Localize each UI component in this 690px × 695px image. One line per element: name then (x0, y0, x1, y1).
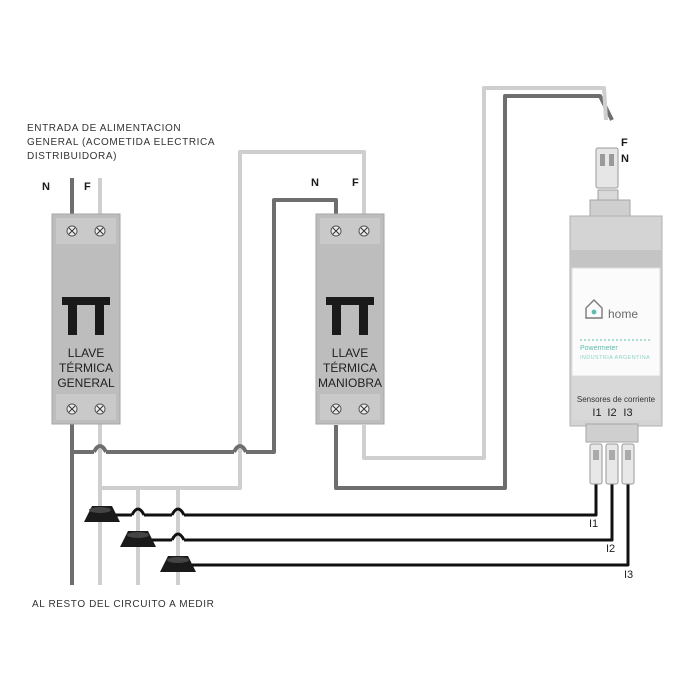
toggle-lever-icon (62, 297, 110, 335)
main-breaker-label-3: GENERAL (57, 376, 115, 390)
supply-label-line2: GENERAL (ACOMETIDA ELECTRICA (27, 137, 215, 148)
screw-icon (330, 403, 342, 415)
wire-crossing-hump (170, 507, 186, 516)
screw-icon (94, 403, 106, 415)
main-breaker-label-2: TÉRMICA (59, 360, 113, 375)
maniobra-breaker: LLAVE TÉRMICA MANIOBRA (315, 213, 385, 425)
wire-crossing-hump (92, 444, 108, 453)
wire-crossing-hump (170, 532, 186, 541)
screw-icon (94, 225, 106, 237)
phase-wire-maniobra-feed (100, 150, 366, 490)
current-clamp-i3 (160, 556, 196, 572)
meter-i2-label: I2 (607, 407, 616, 419)
meter-i1-label: I1 (592, 407, 601, 419)
sensor-label-i1: I1 (589, 518, 598, 530)
wire-crossing-hump (130, 507, 146, 516)
maniobra-f-label: F (352, 177, 359, 189)
supply-label-line3: DISTRIBUIDORA) (27, 151, 117, 162)
meter-f-label: F (621, 137, 628, 149)
current-clamp-i1 (84, 506, 120, 522)
sensor-label-i3: I3 (624, 569, 633, 581)
home-logo-icon (585, 299, 603, 319)
main-breaker-f-label: F (84, 181, 91, 193)
toggle-lever-icon (326, 297, 374, 335)
phase-wire-meter (362, 86, 608, 460)
wires (70, 86, 630, 585)
neutral-wire-maniobra-feed (72, 198, 338, 454)
screw-icon (330, 225, 342, 237)
footer-label: AL RESTO DEL CIRCUITO A MEDIR (32, 599, 214, 610)
main-breaker-n-label: N (42, 181, 50, 193)
sensor-plug-connectors (589, 443, 635, 485)
meter-top-plug (595, 147, 619, 189)
maniobra-breaker-label-1: LLAVE (332, 346, 368, 360)
meter-brand: home (608, 307, 638, 321)
main-breaker: LLAVE TÉRMICA GENERAL (51, 213, 121, 425)
meter-sensors-title: Sensores de corriente (577, 395, 656, 404)
sensor-label-i2: I2 (606, 543, 615, 555)
maniobra-n-label: N (311, 177, 319, 189)
power-meter: home Powermeter INDUSTRIA ARGENTINA Sens… (569, 147, 663, 485)
screw-icon (66, 403, 78, 415)
screw-icon (66, 225, 78, 237)
sensor-wire-i3 (192, 484, 630, 567)
meter-subtitle: INDUSTRIA ARGENTINA (580, 355, 650, 361)
main-breaker-label-1: LLAVE (68, 346, 104, 360)
meter-i3-label: I3 (623, 407, 632, 419)
maniobra-breaker-label-2: TÉRMICA (323, 360, 377, 375)
maniobra-breaker-label-3: MANIOBRA (318, 376, 382, 390)
current-clamp-i2 (120, 531, 156, 547)
meter-product: Powermeter (580, 345, 618, 352)
sensor-wire-i2 (150, 484, 614, 542)
wire-crossing-hump (232, 444, 248, 453)
screw-icon (358, 403, 370, 415)
meter-n-label: N (621, 153, 629, 165)
supply-label-line1: ENTRADA DE ALIMENTACION (27, 123, 181, 134)
screw-icon (358, 225, 370, 237)
neutral-wire-meter (334, 94, 614, 490)
